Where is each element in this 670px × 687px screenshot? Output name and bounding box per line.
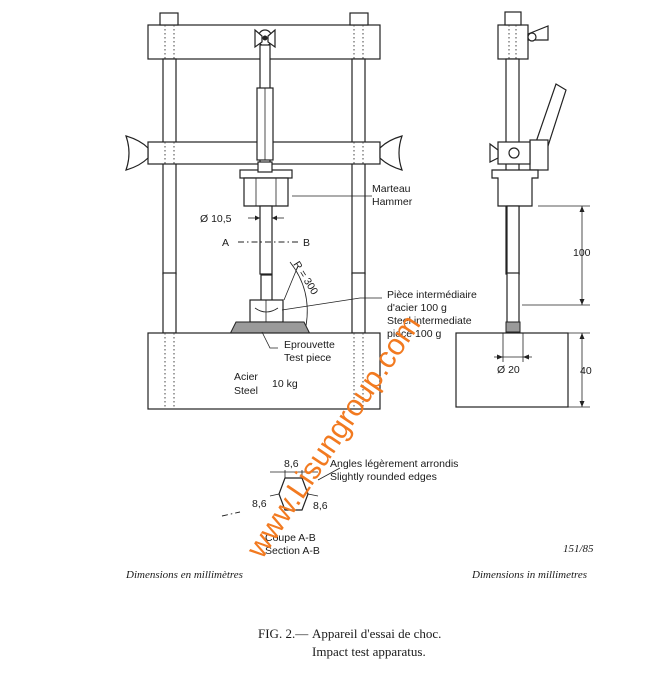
label-piece-fr-1: Pièce intermédiaire — [387, 289, 477, 301]
label-radius: R = 300 — [290, 259, 320, 297]
side-base — [455, 332, 569, 408]
top-wing-nut — [254, 28, 276, 49]
label-piece-fr-2: d'acier 100 g — [387, 302, 447, 314]
label-section: Section A-B — [265, 545, 320, 557]
top-nut-right — [349, 12, 369, 26]
top-nut-left — [159, 12, 179, 26]
side-lever — [535, 83, 567, 147]
base-block — [147, 332, 381, 410]
label-angle-right: 8,6 — [313, 500, 328, 512]
side-view — [455, 11, 590, 408]
label-dims-en: Dimensions in millimetres — [471, 569, 587, 581]
label-marteau: Marteau — [372, 183, 411, 195]
test-piece — [229, 321, 311, 335]
figure-title-en: Impact test apparatus. — [312, 644, 426, 659]
label-angle-left: 8,6 — [252, 498, 267, 510]
side-top-block — [497, 24, 529, 60]
label-steel: Steel — [234, 385, 258, 397]
label-diameter-20: Ø 20 — [497, 364, 520, 376]
side-wing-nut — [527, 25, 549, 42]
label-section-b: B — [303, 237, 310, 249]
figure-title-fr: Appareil d'essai de choc. — [312, 626, 441, 641]
label-ref-number: 151/85 — [563, 543, 594, 555]
label-angles-fr: Angles légèrement arrondis — [330, 458, 458, 470]
label-angles-en: Slightly rounded edges — [330, 471, 437, 483]
right-column-lower — [351, 272, 366, 334]
label-dims-fr: Dimensions en millimètres — [125, 569, 243, 581]
label-dim-40: 40 — [580, 365, 592, 377]
right-column-upper — [351, 58, 366, 275]
label-section-a: A — [222, 237, 229, 249]
label-diameter-rod: Ø 10,5 — [200, 213, 232, 225]
left-column-upper — [162, 58, 177, 275]
label-angle-top: 8,6 — [284, 458, 299, 470]
right-wing-nut — [379, 135, 403, 171]
intermediate-piece — [249, 299, 284, 323]
label-eprouvette: Eprouvette — [284, 339, 335, 351]
left-column-lower — [162, 272, 177, 334]
label-coupe: Coupe A-B — [265, 532, 316, 544]
label-acier: Acier — [234, 371, 258, 383]
hammer — [239, 161, 293, 207]
section-detail — [221, 467, 341, 517]
label-piece-en-1: Steel intermediate — [387, 315, 472, 327]
label-test-piece: Test piece — [284, 352, 331, 364]
label-dim-100: 100 — [573, 247, 591, 259]
front-view — [125, 12, 403, 410]
left-wing-nut — [125, 135, 149, 171]
label-hammer: Hammer — [372, 196, 413, 208]
label-piece-en-2: piece 100 g — [387, 328, 441, 340]
label-mass: 10 kg — [272, 378, 298, 390]
hammer-rod — [259, 205, 273, 275]
figure-number: FIG. 2.— — [258, 626, 309, 641]
